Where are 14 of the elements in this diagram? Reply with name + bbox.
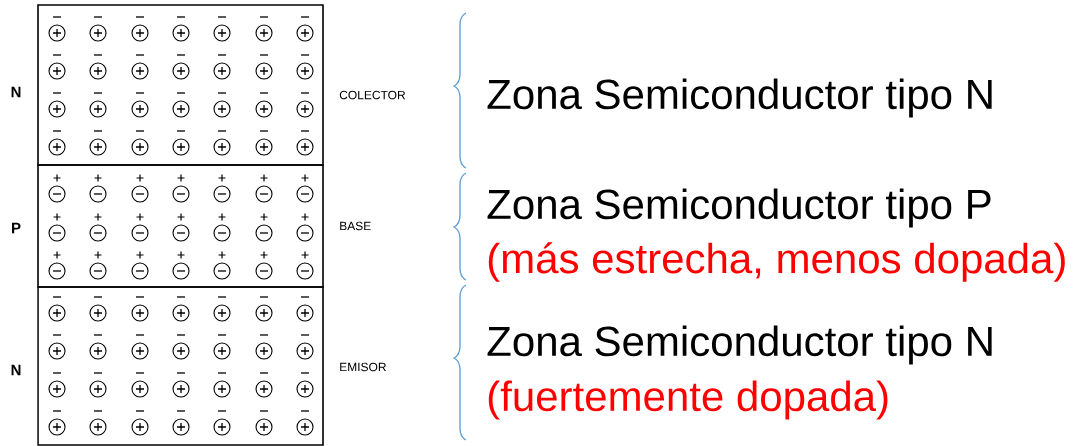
- region-box: [37, 164, 324, 288]
- region-letter: N: [11, 86, 21, 98]
- zone-description: (más estrecha, menos dopada): [488, 242, 1065, 282]
- region-letter: N: [11, 364, 21, 376]
- zone-description: Zona Semiconductor tipo N: [487, 78, 992, 118]
- region-name: EMISOR: [340, 362, 386, 372]
- region-box: [37, 286, 324, 446]
- region-letter: P: [12, 222, 21, 234]
- zone-description: (fuertemente dopada): [488, 380, 888, 420]
- zone-description: Zona Semiconductor tipo N: [487, 325, 992, 365]
- region-name: COLECTOR: [339, 90, 406, 100]
- region-box: [37, 4, 324, 166]
- region-name: BASE: [340, 221, 371, 231]
- zone-description: Zona Semiconductor tipo P: [487, 188, 991, 228]
